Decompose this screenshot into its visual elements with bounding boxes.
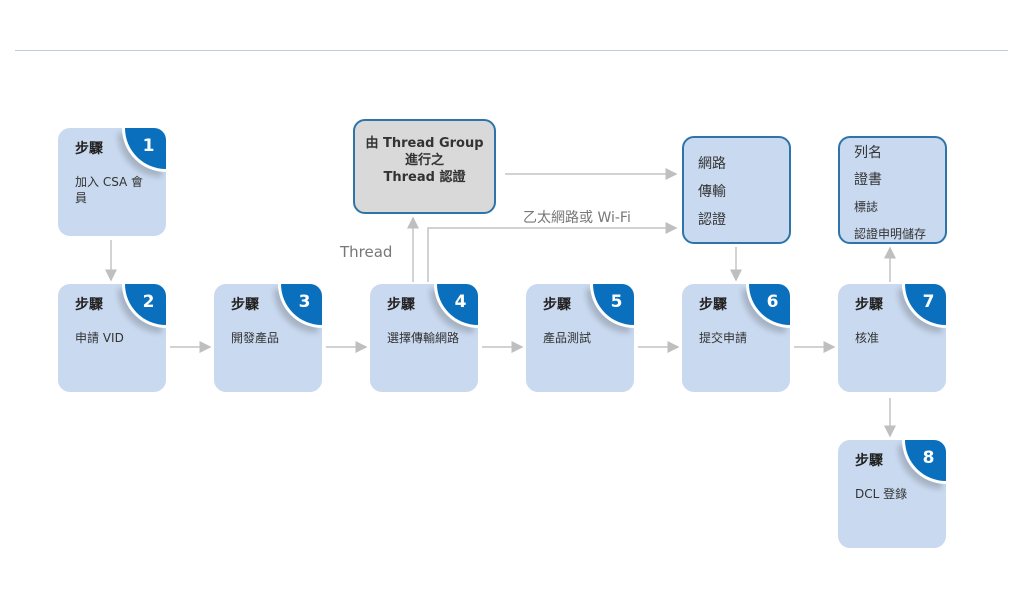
- step-number-badge: 1: [122, 128, 166, 172]
- step-3: 步驟 3 開發產品: [214, 284, 322, 392]
- step-number-badge: 8: [902, 440, 946, 484]
- thread-box-line: 進行之: [404, 153, 444, 168]
- step-number-badge: 2: [122, 284, 166, 328]
- step-label: 步驟: [543, 297, 571, 313]
- arrow-4-network: [427, 222, 678, 282]
- thread-box-line: 由 Thread Group: [365, 136, 484, 151]
- listing-box: 列名 證書 標誌 認證申明儲存: [838, 136, 947, 244]
- step-number-badge: 5: [590, 284, 634, 328]
- step-description: 開發產品: [231, 331, 280, 345]
- step-5: 步驟 5 產品測試: [526, 284, 634, 392]
- step-number-badge: 3: [278, 284, 322, 328]
- step-label: 步驟: [75, 297, 103, 313]
- step-6: 步驟 6 提交申請: [682, 284, 790, 392]
- step-description: 申請 VID: [75, 331, 124, 345]
- thread-label: Thread: [340, 243, 393, 261]
- step-number-badge: 7: [902, 284, 946, 328]
- step-label: 步驟: [855, 297, 883, 313]
- ethernet-wifi-label: 乙太網路或 Wi-Fi: [523, 210, 631, 226]
- thread-box-line: Thread 認證: [383, 170, 466, 185]
- step-2: 步驟 2 申請 VID: [58, 284, 166, 392]
- network-box-line: 傳輸: [698, 184, 726, 200]
- step-8: 步驟 8 DCL 登錄: [838, 440, 946, 548]
- step-label: 步驟: [855, 453, 883, 469]
- step-description: 選擇傳輸網路: [387, 331, 460, 345]
- step-description: 核准: [855, 331, 880, 345]
- step-description: 加入 CSA 會員: [75, 175, 144, 205]
- network-box-line: 網路: [698, 156, 726, 172]
- step-4: 步驟 4 選擇傳輸網路: [370, 284, 478, 392]
- step-1: 步驟 1 加入 CSA 會員: [58, 128, 166, 236]
- listing-box-line: 認證申明儲存: [854, 227, 927, 241]
- network-certification-box: 網路 傳輸 認證: [682, 136, 791, 244]
- step-description: 產品測試: [543, 331, 592, 345]
- network-box-line: 認證: [698, 212, 726, 228]
- listing-box-line: 標誌: [854, 200, 879, 214]
- step-description: DCL 登錄: [855, 487, 908, 501]
- top-divider: [15, 50, 1008, 51]
- thread-certification-box: 由 Thread Group 進行之 Thread 認證: [353, 119, 496, 214]
- listing-box-line: 證書: [854, 172, 882, 188]
- step-label: 步驟: [387, 297, 415, 313]
- step-label: 步驟: [231, 297, 259, 313]
- step-description: 提交申請: [699, 331, 748, 345]
- step-number-badge: 4: [434, 284, 478, 328]
- step-7: 步驟 7 核准: [838, 284, 946, 392]
- step-label: 步驟: [75, 141, 103, 157]
- step-number-badge: 6: [746, 284, 790, 328]
- step-label: 步驟: [699, 297, 727, 313]
- listing-box-line: 列名: [854, 145, 882, 161]
